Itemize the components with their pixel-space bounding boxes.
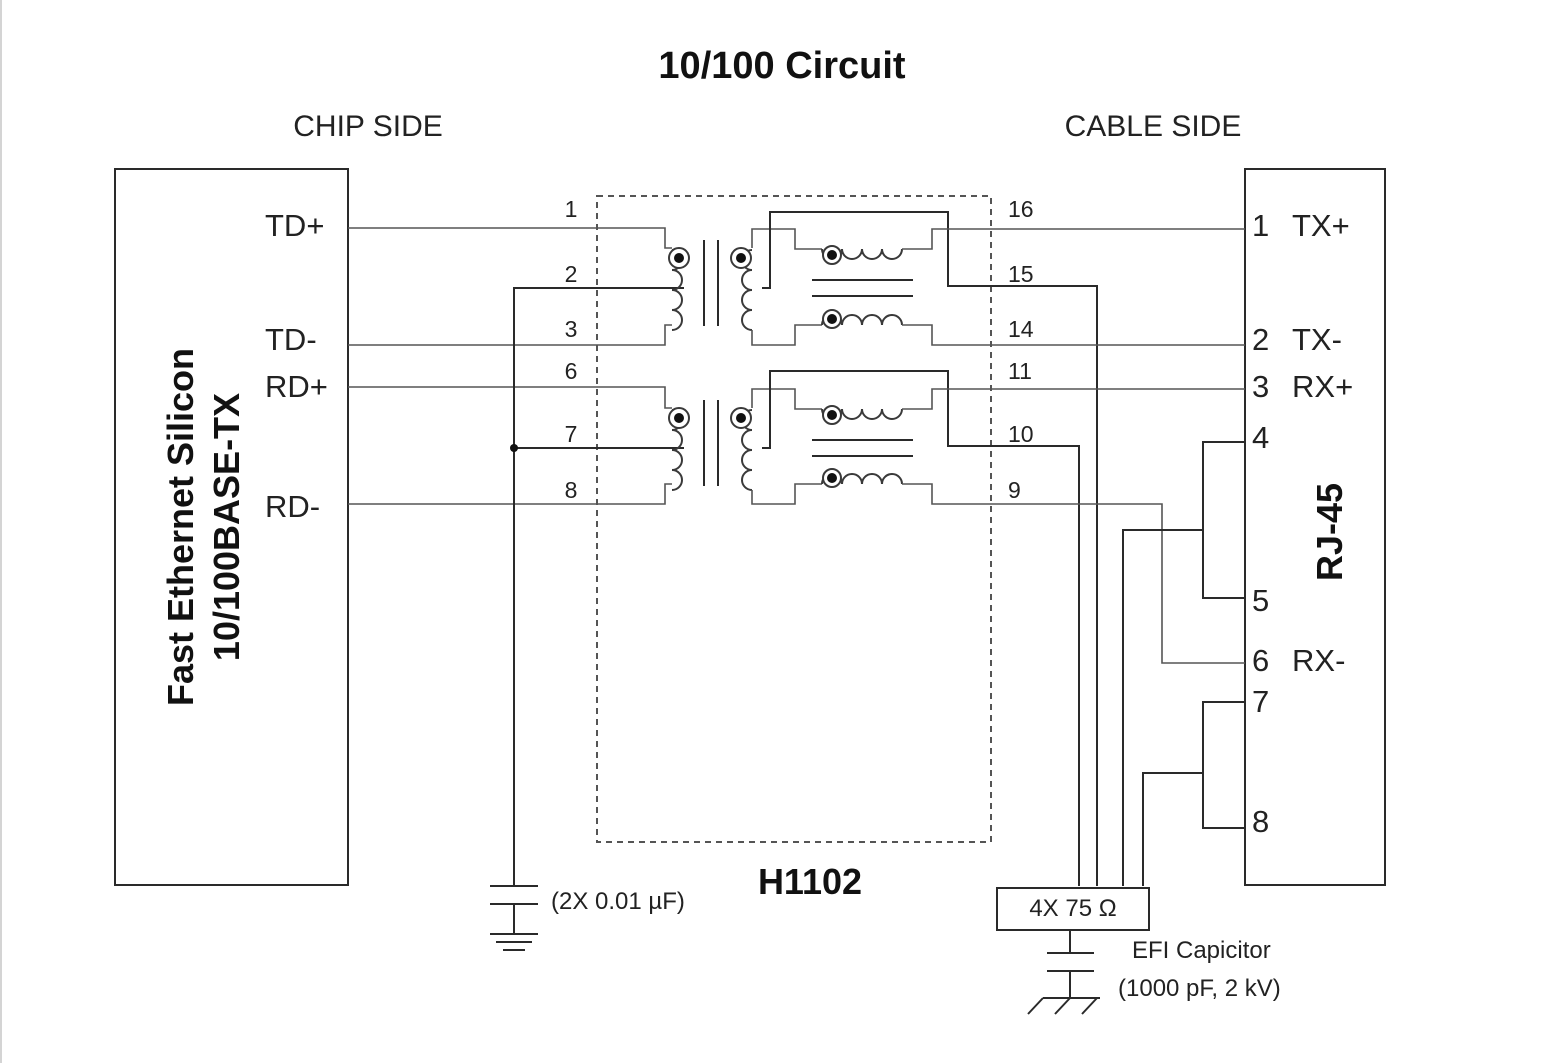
chip-box	[114, 168, 349, 886]
wire-rd-minus	[348, 483, 672, 505]
rj45-pin-number: 1	[1252, 208, 1269, 243]
rj45-pin-name: RX-	[1292, 643, 1345, 678]
termination-wires	[1122, 441, 1245, 886]
efi-capacitor-rating: (1000 pF, 2 kV)	[1118, 975, 1281, 1002]
module-pin-label: 11	[1008, 358, 1032, 384]
module-pin-label: 8	[565, 477, 578, 503]
module-pin-label: 2	[565, 261, 578, 287]
junction-dot	[510, 444, 518, 452]
chip-signal-rd-minus: RD-	[265, 489, 320, 524]
wire-rd-plus	[348, 386, 672, 409]
resistor-pack	[996, 887, 1150, 931]
module-pin-label: 14	[1008, 316, 1034, 342]
rj45-pin-number: 5	[1252, 583, 1269, 618]
chip-signal-td-minus: TD-	[265, 322, 317, 357]
rj45-label: RJ-45	[1309, 483, 1350, 581]
rj45-pin-number: 6	[1252, 643, 1269, 678]
chip-label-line1: Fast Ethernet Silicon	[160, 348, 201, 706]
module-pin-label: 7	[565, 421, 578, 447]
module-pin-label: 10	[1008, 421, 1034, 447]
capacitor-left	[490, 885, 538, 951]
wire-center-tap-2	[513, 287, 684, 886]
chip-signal-rd-plus: RD+	[265, 369, 328, 404]
module-pin-label: 16	[1008, 196, 1034, 222]
chip-to-module-wires	[348, 227, 684, 886]
chip-signal-td-plus: TD+	[265, 208, 324, 243]
wire-td-minus	[348, 324, 672, 346]
rj45-box	[1244, 168, 1386, 886]
rj45-pin-number: 4	[1252, 420, 1269, 455]
rj45-pins: 1 TX+ 2 TX- 3 RX+ 4 5 6 RX- 7 8	[1252, 208, 1353, 839]
module-pin-label: 3	[565, 316, 578, 342]
rj45-pin-name: TX+	[1292, 208, 1350, 243]
rj45-pin-number: 8	[1252, 804, 1269, 839]
diagram-title: 10/100 Circuit	[658, 45, 905, 87]
wire-td-plus	[348, 227, 672, 249]
transformer-2	[668, 370, 1245, 886]
h1102-module-outline	[596, 195, 992, 843]
capacitor-left-label: (2X 0.01 µF)	[551, 888, 685, 915]
chip-label-line2: 10/100BASE-TX	[206, 393, 247, 661]
module-pin-label: 6	[565, 358, 578, 384]
rj45-pin-number: 7	[1252, 684, 1269, 719]
chip-side-label: CHIP SIDE	[293, 110, 443, 143]
module-pin-label: 15	[1008, 261, 1034, 287]
rj45-pin-name: TX-	[1292, 322, 1342, 357]
module-pin-label: 1	[565, 196, 578, 222]
rj45-pin-number: 3	[1252, 369, 1269, 404]
efi-capacitor	[1027, 930, 1100, 1015]
efi-capacitor-label: EFI Capicitor	[1132, 937, 1271, 964]
page-edge	[0, 0, 2, 1063]
module-pin-label: 9	[1008, 477, 1021, 503]
resistor-label: 4X 75 Ω	[1029, 895, 1116, 922]
cable-side-label: CABLE SIDE	[1065, 110, 1242, 143]
rj45-pin-name: RX+	[1292, 369, 1353, 404]
module-label: H1102	[758, 861, 862, 902]
rj45-pin-number: 2	[1252, 322, 1269, 357]
transformer-1	[668, 211, 1245, 886]
